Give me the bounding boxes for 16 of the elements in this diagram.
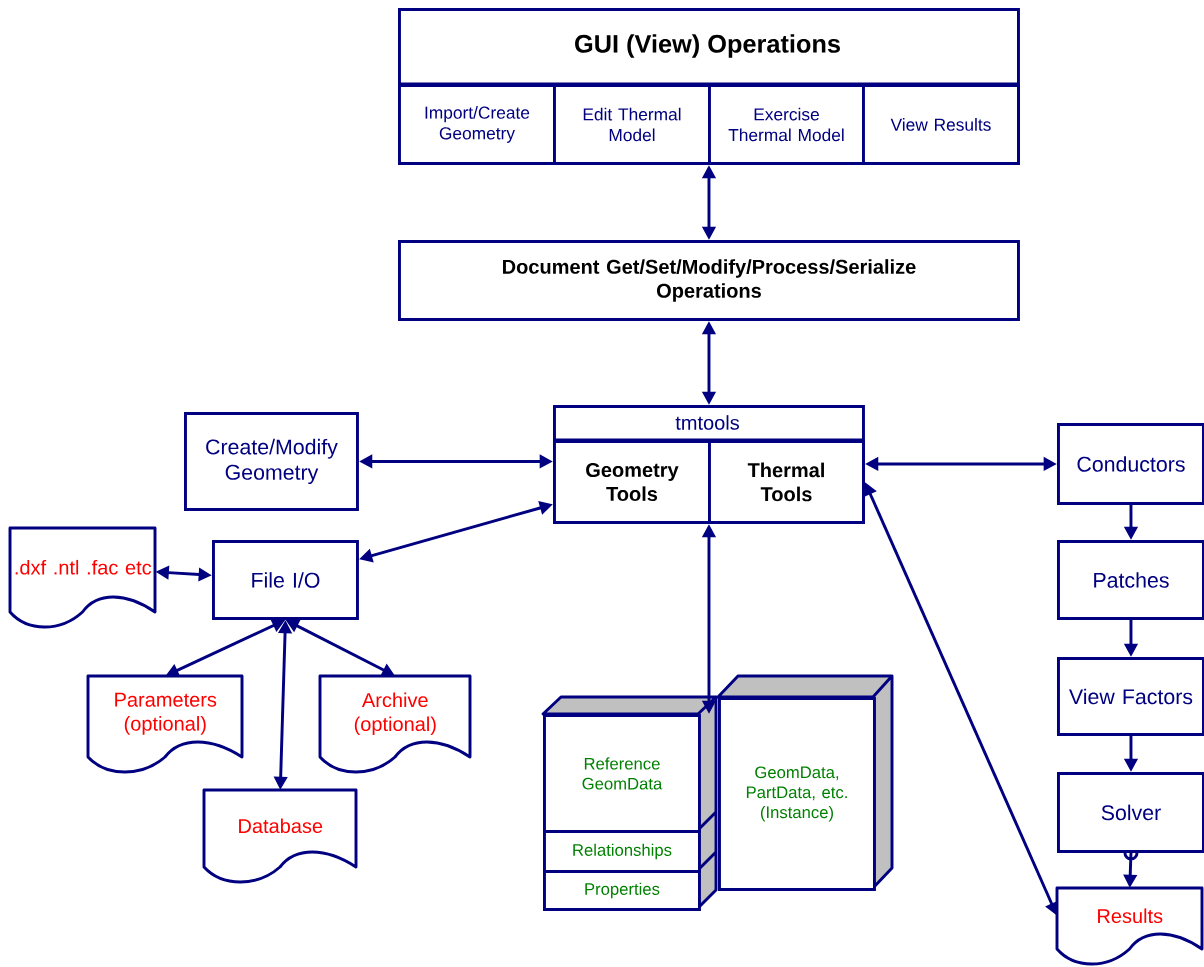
process-box: File I/O bbox=[212, 540, 359, 620]
data-box: Properties bbox=[543, 870, 701, 911]
process-box: Create/Modify Geometry bbox=[184, 412, 359, 511]
menu-cell: View Results bbox=[862, 84, 1020, 165]
tool-box: Geometry Tools bbox=[553, 440, 711, 524]
process-box: View Factors bbox=[1057, 657, 1204, 736]
process-box: Solver bbox=[1057, 772, 1204, 853]
process-box: Patches bbox=[1057, 540, 1204, 620]
menu-cell: Exercise Thermal Model bbox=[708, 84, 865, 165]
process-box: Document Get/Set/Modify/Process/Serialize Operations bbox=[398, 240, 1020, 321]
process-box: Conductors bbox=[1057, 423, 1204, 505]
data-box: Relationships bbox=[543, 830, 701, 873]
data-box: GeomData, PartData, etc. (Instance) bbox=[718, 697, 876, 891]
menu-cell: Import/Create Geometry bbox=[398, 84, 556, 165]
menu-cell: Edit Thermal Model bbox=[553, 84, 711, 165]
tool-box: Thermal Tools bbox=[708, 440, 865, 524]
